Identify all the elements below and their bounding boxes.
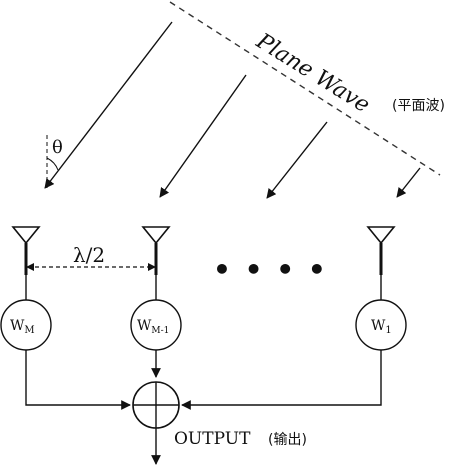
weight-1-to-sum <box>181 350 382 410</box>
plane-wave-label: Plane Wave <box>251 28 374 118</box>
incident-arrow-2 <box>159 74 247 198</box>
ellipsis-dots: • • • • <box>213 253 328 286</box>
weight-1: W1 <box>355 299 407 351</box>
weight-m-1: WM-1 <box>130 299 182 351</box>
svg-text:WM: WM <box>10 318 35 336</box>
incident-arrow-1 <box>44 21 173 189</box>
output-label: OUTPUT <box>174 429 251 449</box>
summing-junction <box>132 381 180 429</box>
output-label-cn: (输出) <box>268 432 307 448</box>
spacing-label: λ/2 <box>73 243 105 267</box>
incident-arrow-3 <box>266 121 328 199</box>
antenna-m-1 <box>141 226 171 275</box>
svg-text:W1: W1 <box>371 318 392 336</box>
weight-m: WM <box>0 299 52 351</box>
incident-arrow-4 <box>396 167 421 198</box>
antenna-m <box>11 226 41 275</box>
plane-wave-label-cn: (平面波) <box>392 98 445 114</box>
svg-text:WM-1: WM-1 <box>137 318 169 336</box>
antenna-1 <box>366 226 396 275</box>
angle-arc <box>46 157 59 171</box>
weight-m-to-sum <box>25 350 131 410</box>
angle-label: θ <box>52 137 63 158</box>
plane-wave-front <box>169 1 441 176</box>
